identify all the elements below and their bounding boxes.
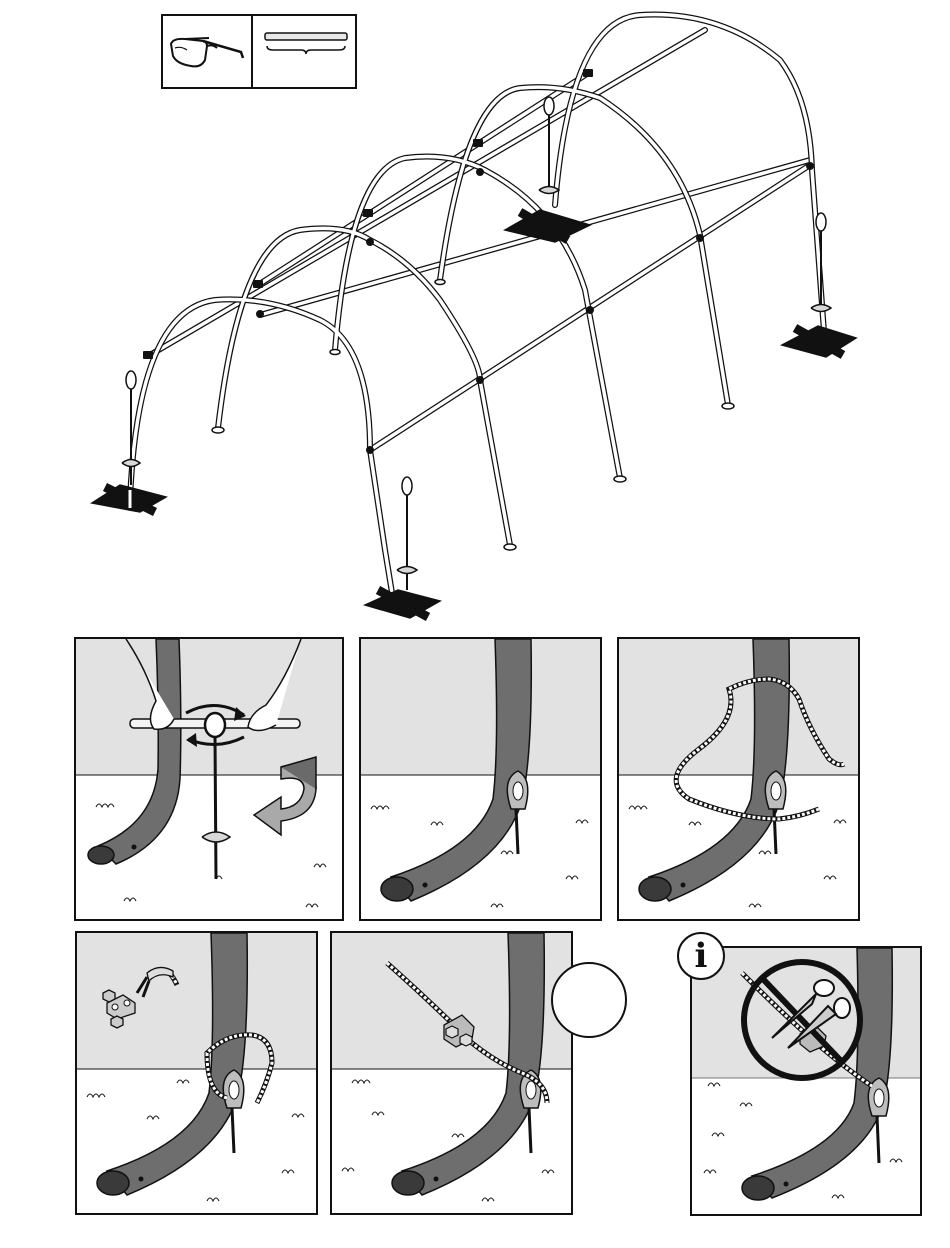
step-panel-3 (617, 637, 860, 921)
step-panel-5 (330, 931, 573, 1215)
step-panel-2 (359, 637, 602, 921)
cable-clamp-parts-illustration (77, 933, 316, 1213)
step-panel-6 (690, 946, 922, 1216)
anchor-installed-illustration (361, 639, 600, 919)
frame-feet (212, 280, 734, 551)
greenhouse-frame-diagram (0, 0, 950, 630)
do-not-cut-cable-illustration (692, 948, 920, 1214)
info-icon: i (677, 932, 725, 980)
hand-twist-anchor-illustration (76, 639, 342, 919)
anchor-front-left (92, 371, 166, 512)
step-panel-1 (74, 637, 344, 921)
blank-callout-circle (551, 962, 627, 1038)
cable-clamp-fitted-illustration (332, 933, 571, 1213)
cable-through-eye-illustration (619, 639, 858, 919)
frame-arches (130, 15, 825, 605)
step-panel-4 (75, 931, 318, 1215)
